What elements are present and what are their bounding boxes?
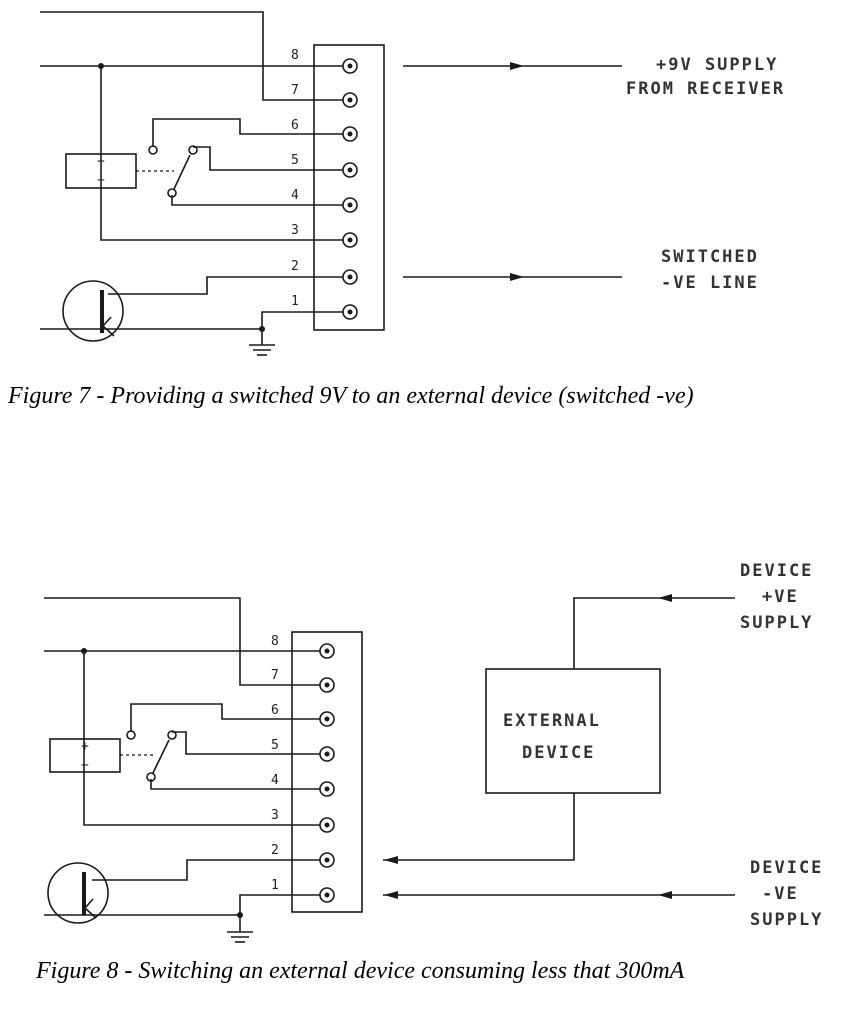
label-pos-line1: DEVICE xyxy=(740,561,813,581)
label-neg-line1: DEVICE xyxy=(750,858,823,878)
terminal-screw xyxy=(320,678,334,692)
pin-label: 1 xyxy=(291,294,299,309)
output-arrows-fig7 xyxy=(403,62,622,281)
terminal-screw xyxy=(320,644,334,658)
transistor-fig8 xyxy=(48,863,108,923)
svg-text:−: − xyxy=(97,173,105,188)
pin-label: 2 xyxy=(291,259,299,274)
relay-coil-fig8: + − xyxy=(50,739,154,773)
pin-label: 7 xyxy=(291,83,299,98)
pin-label: 5 xyxy=(291,153,299,168)
transistor-fig7 xyxy=(63,281,123,341)
pin-label: 3 xyxy=(271,808,279,823)
terminal-screw xyxy=(320,853,334,867)
pin-label: 2 xyxy=(271,843,279,858)
label-pos-line2: +VE xyxy=(762,587,799,607)
label-supply-line2: FROM RECEIVER xyxy=(626,79,785,99)
terminal-screws-fig8 xyxy=(320,644,334,902)
terminal-screw xyxy=(343,270,357,284)
external-device-box xyxy=(486,669,660,793)
label-pos-line3: SUPPLY xyxy=(740,613,813,633)
terminal-screw xyxy=(343,305,357,319)
terminal-block-fig7 xyxy=(314,45,384,330)
terminal-screw xyxy=(320,747,334,761)
pin-label: 5 xyxy=(271,738,279,753)
terminal-screw xyxy=(343,127,357,141)
pin-label: 4 xyxy=(271,773,279,788)
device-label-line2: DEVICE xyxy=(522,743,595,763)
caption-figure-8: Figure 8 - Switching an external device … xyxy=(35,958,685,984)
terminal-screws-fig7 xyxy=(343,59,357,319)
pin-label: 8 xyxy=(271,634,279,649)
pin-label: 3 xyxy=(291,223,299,238)
terminal-screw xyxy=(343,198,357,212)
label-supply-line1: +9V SUPPLY xyxy=(656,55,778,75)
terminal-screw xyxy=(343,233,357,247)
pin-label: 8 xyxy=(291,48,299,63)
relay-coil-fig7: + − xyxy=(66,154,174,188)
terminal-screw xyxy=(320,782,334,796)
terminal-screw xyxy=(320,888,334,902)
label-switched-line2: -VE LINE xyxy=(661,273,759,293)
label-neg-line3: SUPPLY xyxy=(750,910,823,930)
ground-symbol-fig7 xyxy=(249,345,275,355)
pin-label: 1 xyxy=(271,878,279,893)
terminal-block-fig8 xyxy=(292,632,362,912)
pin-label: 6 xyxy=(271,703,279,718)
label-switched-line1: SWITCHED xyxy=(661,247,759,267)
relay-switch-fig8 xyxy=(127,731,176,781)
pin-label: 6 xyxy=(291,118,299,133)
terminal-screw xyxy=(343,59,357,73)
terminal-screw xyxy=(320,818,334,832)
terminal-screw xyxy=(343,93,357,107)
ground-symbol-fig8 xyxy=(227,932,253,942)
label-neg-line2: -VE xyxy=(762,884,799,904)
figure-7: 8 7 6 5 4 3 2 1 xyxy=(7,12,785,409)
svg-text:−: − xyxy=(81,758,89,773)
terminal-screw xyxy=(343,163,357,177)
svg-text:+: + xyxy=(97,154,105,169)
terminal-screw xyxy=(320,712,334,726)
pin-label: 7 xyxy=(271,668,279,683)
figure-8: 8 7 6 5 4 3 2 1 + − xyxy=(35,561,823,984)
pin-label: 4 xyxy=(291,188,299,203)
svg-text:+: + xyxy=(81,739,89,754)
device-label-line1: EXTERNAL xyxy=(503,711,601,731)
caption-figure-7: Figure 7 - Providing a switched 9V to an… xyxy=(7,383,694,409)
